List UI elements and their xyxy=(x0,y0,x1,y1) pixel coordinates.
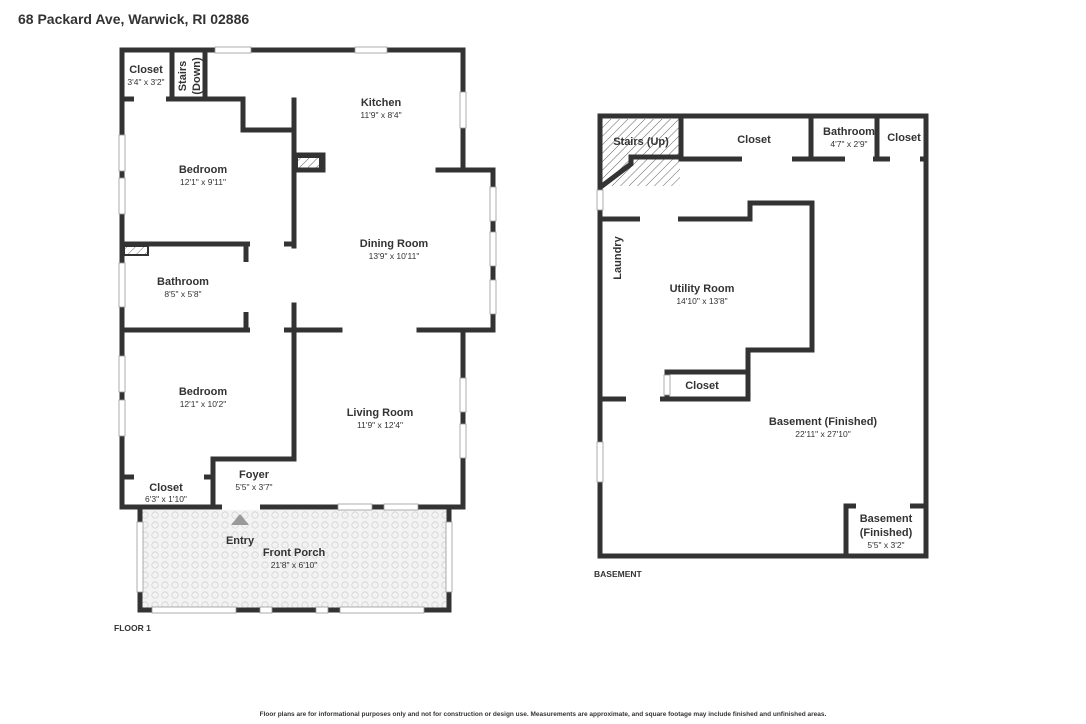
window-bedroom1-a xyxy=(118,134,126,172)
address-title: 68 Packard Ave, Warwick, RI 02886 xyxy=(18,11,249,27)
room-basement-closet1: Closet xyxy=(737,134,771,146)
room-front-porch: Front Porch xyxy=(263,547,326,559)
room-bedroom1: Bedroom xyxy=(179,164,228,176)
window-bedroom2-a xyxy=(118,355,126,393)
room-basement-bathroom-dims: 4'7" x 2'9" xyxy=(830,139,867,149)
room-bedroom1-dims: 12'1" x 9'11" xyxy=(180,177,226,187)
porch-window-left xyxy=(136,521,144,593)
room-laundry: Laundry xyxy=(612,235,624,279)
room-bedroom2: Bedroom xyxy=(179,386,228,398)
room-closet-bottom: Closet xyxy=(149,482,183,494)
closet1-door xyxy=(742,156,792,162)
door-bedroom1 xyxy=(250,241,284,247)
utility-bottom-door xyxy=(626,396,660,402)
window-top-2 xyxy=(354,46,388,54)
window-bath xyxy=(118,262,126,308)
porch-window-bottom-2 xyxy=(259,606,273,614)
room-living: Living Room xyxy=(347,407,414,419)
room-dining-dims: 13'9" x 10'11" xyxy=(369,251,420,261)
window-dining-1 xyxy=(489,186,497,222)
room-living-dims: 11'9" x 12'4" xyxy=(357,420,403,430)
porch-window-bottom-3 xyxy=(315,606,329,614)
finished-small-door xyxy=(856,503,910,509)
utility-door xyxy=(640,216,678,222)
basement-plan xyxy=(596,113,929,559)
room-foyer-dims: 5'5" x 3'7" xyxy=(235,482,272,492)
room-foyer: Foyer xyxy=(239,469,270,481)
room-stairs-up: Stairs (Up) xyxy=(613,136,669,148)
room-basement-bathroom: Bathroom xyxy=(823,126,875,138)
porch-window-bottom-4 xyxy=(339,606,425,614)
window-living-bottom-2 xyxy=(383,503,419,511)
room-bedroom2-dims: 12'1" x 10'2" xyxy=(180,399,227,409)
bathroom-door xyxy=(845,156,873,162)
room-closet-top: Closet xyxy=(129,64,163,76)
window-living-1 xyxy=(459,377,467,413)
room-kitchen-dims: 11'9" x 8'4" xyxy=(360,110,401,120)
porch-window-right xyxy=(445,521,453,593)
closet2-door xyxy=(890,156,920,162)
window-living-2 xyxy=(459,423,467,459)
entry-label: Entry xyxy=(226,535,255,547)
room-finished-small-b: (Finished) xyxy=(860,527,913,539)
room-closet-bottom-dims: 6'3" x 1'10" xyxy=(145,494,187,504)
room-finished-small-a: Basement xyxy=(860,513,913,525)
basement-exterior-wall xyxy=(597,113,929,559)
door-closet-bottom xyxy=(134,474,204,480)
stairs-down-label-b: (Down) xyxy=(191,57,203,95)
window-dining-2 xyxy=(489,231,497,267)
window-kitchen xyxy=(459,91,467,129)
stair-block-bath xyxy=(123,245,149,256)
basement-label: BASEMENT xyxy=(594,569,643,579)
window-dining-3 xyxy=(489,279,497,315)
room-dining: Dining Room xyxy=(360,238,429,250)
room-finished-small-dims: 5'5" x 3'2" xyxy=(867,540,904,550)
door-bath xyxy=(243,262,249,312)
room-kitchen: Kitchen xyxy=(361,97,402,109)
front-porch-area xyxy=(140,510,449,610)
door-entry xyxy=(222,504,260,510)
room-basement-finished-dims: 22'11" x 27'10" xyxy=(795,429,850,439)
floor1-plan xyxy=(118,46,497,614)
closet-window xyxy=(663,374,671,396)
basement-window-left-2 xyxy=(596,441,604,483)
disclaimer: Floor plans are for informational purpos… xyxy=(260,711,827,718)
entry-arrow-icon xyxy=(231,514,249,525)
room-basement-closet3: Closet xyxy=(685,380,719,392)
room-basement-finished: Basement (Finished) xyxy=(769,416,878,428)
basement-window-left xyxy=(596,189,604,211)
room-utility: Utility Room xyxy=(670,283,735,295)
room-front-porch-dims: 21'8" x 6'10" xyxy=(271,560,318,570)
window-bedroom1-b xyxy=(118,177,126,215)
porch-window-bottom-1 xyxy=(151,606,237,614)
window-living-bottom-1 xyxy=(337,503,373,511)
room-utility-dims: 14'10" x 13'8" xyxy=(676,296,727,306)
room-basement-closet2: Closet xyxy=(887,132,921,144)
room-closet-top-dims: 3'4" x 3'2" xyxy=(127,77,164,87)
door-bedroom2 xyxy=(250,327,284,333)
stairs-down-label-a: Stairs xyxy=(177,61,189,92)
floor1-label: FLOOR 1 xyxy=(114,623,151,633)
room-bathroom-dims: 8'5" x 5'8" xyxy=(164,289,201,299)
window-top-1 xyxy=(214,46,252,54)
room-bathroom: Bathroom xyxy=(157,276,209,288)
stair-block-kitchen xyxy=(296,156,321,170)
door-closet xyxy=(134,96,166,102)
window-bedroom2-b xyxy=(118,399,126,437)
corridor-door xyxy=(809,164,815,198)
